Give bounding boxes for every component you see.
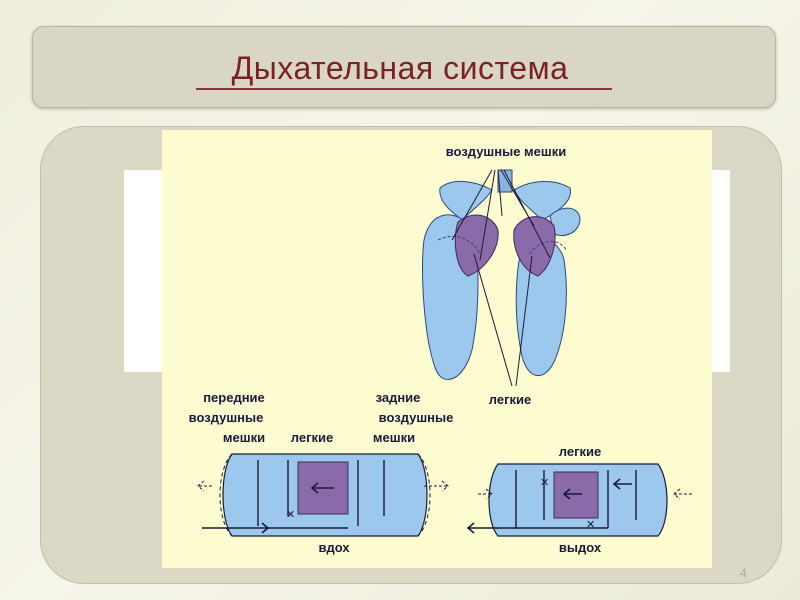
inhale-arrow-right-out <box>424 480 449 492</box>
pointer-line-2 <box>479 169 496 261</box>
title-underline <box>196 88 612 90</box>
inhale-arrow-in <box>202 522 270 534</box>
exhale-arrow-left-in <box>478 488 493 500</box>
label-exhale: выдох <box>559 540 602 555</box>
pointer-line-lung-left <box>473 253 513 387</box>
label-front-sacs-line1: передние <box>203 390 265 405</box>
label-rear-sacs-line1: задние <box>376 390 421 405</box>
label-front-sacs-line3: мешки <box>223 430 265 445</box>
page-number: 4 <box>740 566 747 580</box>
label-rear-sacs-line3: мешки <box>373 430 415 445</box>
right-wing-air-sac <box>549 207 581 236</box>
sac-boundary-dashed-right <box>529 241 567 255</box>
title-box <box>32 26 776 108</box>
inhale-front-dashed-edge <box>219 453 233 537</box>
right-upper-air-sac <box>513 181 571 221</box>
exhale-arrow-out <box>466 522 518 534</box>
exhale-lung-block <box>553 471 599 519</box>
label-front-sacs-line2: воздушные <box>189 410 264 425</box>
trachea <box>497 169 513 193</box>
sac-boundary-dashed-left <box>437 236 481 255</box>
exhale-valve-mark-top: ✕ <box>540 477 549 489</box>
left-upper-air-sac <box>439 181 493 221</box>
inhale-rear-dashed-edge <box>417 453 431 537</box>
right-lung <box>513 216 556 277</box>
exhale-valve-mark-bottom: ✕ <box>586 519 595 531</box>
label-lungs-top: легкие <box>489 392 531 407</box>
pointer-line-5 <box>503 169 551 259</box>
exhale-schematic: ✕ ✕ <box>466 463 692 537</box>
exhale-arrow-lung <box>562 488 582 500</box>
pointer-line-1 <box>451 169 493 241</box>
label-lungs-right: легкие <box>559 444 601 459</box>
label-inhale: вдох <box>318 540 350 555</box>
exhale-arrow-right-in <box>673 488 692 500</box>
left-lung <box>454 214 499 277</box>
pointer-line-lung-right <box>515 255 533 387</box>
inhale-arrow-lung <box>310 482 334 494</box>
label-air-sacs: воздушные мешки <box>446 144 567 159</box>
exhale-arrow-rear <box>612 478 632 490</box>
respiratory-diagram: воздушные мешки легкие передние воздушны… <box>162 130 712 568</box>
pointer-line-3 <box>497 169 503 217</box>
label-lungs-left: легкие <box>291 430 333 445</box>
inhale-schematic: ✕ <box>197 453 449 537</box>
respiratory-diagram-svg: воздушные мешки легкие передние воздушны… <box>189 144 692 555</box>
label-rear-sacs-line2: воздушные <box>379 410 454 425</box>
slide-title: Дыхательная система <box>231 50 569 86</box>
inhale-arrow-left-out <box>197 480 212 492</box>
bird-air-sacs-drawing <box>422 169 581 387</box>
inhale-valve-mark: ✕ <box>286 509 295 521</box>
